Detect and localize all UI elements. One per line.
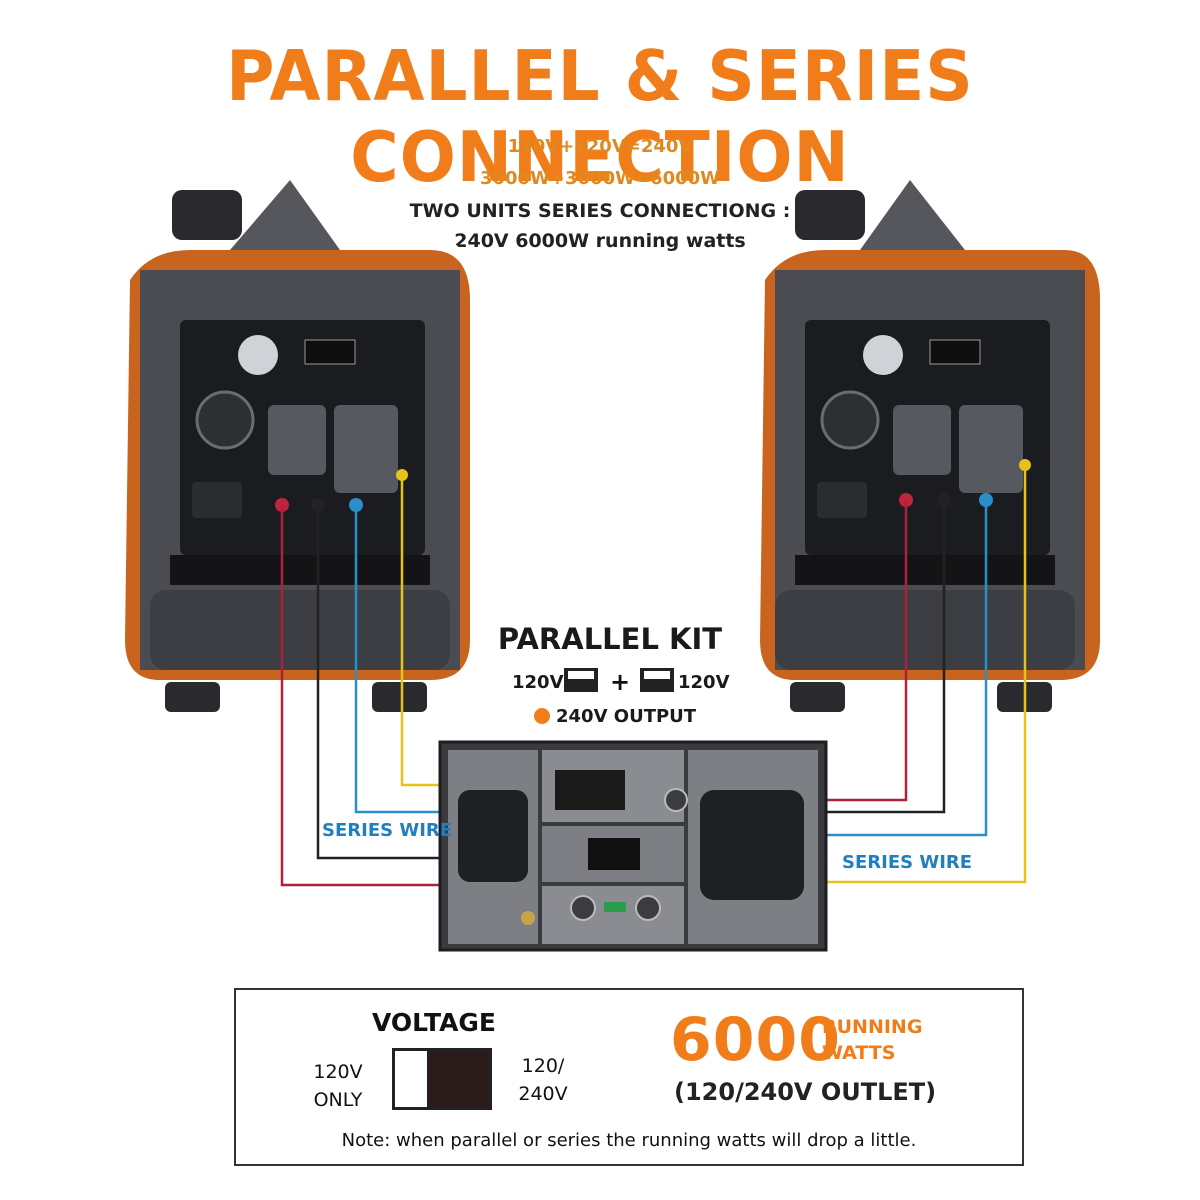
voltage-left-line1: 120V — [313, 1061, 363, 1083]
watts-label-line2: WATTS — [822, 1042, 896, 1064]
voltage-right-label: 120/ 240V — [508, 1052, 578, 1108]
wires-left — [280, 475, 445, 887]
kit-right-voltage: 120V — [678, 672, 730, 693]
battery-icon-right — [640, 668, 674, 692]
voltage-switch-icon — [392, 1048, 492, 1110]
voltage-title: VOLTAGE — [372, 1008, 497, 1037]
series-wire-label-right: SERIES WIRE — [842, 852, 973, 873]
wires-right — [825, 465, 1027, 884]
watts-label-line1: RUNNING — [822, 1016, 923, 1038]
power-equation: 3000W+3000W=6000W — [479, 168, 721, 189]
generator-left — [125, 180, 470, 712]
watts-value: 6000 — [670, 1005, 841, 1075]
voltage-left-label: 120V ONLY — [298, 1058, 378, 1114]
outlet-label: (120/240V OUTLET) — [674, 1078, 937, 1106]
output-dot-icon — [534, 708, 550, 724]
parallel-kit-title: PARALLEL KIT — [497, 622, 723, 656]
page-title: PARALLEL & SERIES CONNECTION — [226, 36, 974, 198]
voltage-equation: 120V+120V=240V — [507, 136, 693, 157]
voltage-right-line2: 240V — [518, 1083, 568, 1105]
bottom-note: Note: when parallel or series the runnin… — [341, 1130, 917, 1151]
series-note-line2: 240V 6000W running watts — [454, 230, 746, 252]
series-note-line1: TWO UNITS SERIES CONNECTIONG : — [409, 200, 791, 222]
kit-left-voltage: 120V — [512, 672, 564, 693]
kit-output-label: 240V OUTPUT — [556, 706, 697, 727]
voltage-left-line2: ONLY — [313, 1089, 363, 1111]
battery-icon-left — [564, 668, 598, 692]
parallel-kit-panel — [438, 740, 828, 952]
voltage-right-line1: 120/ — [521, 1055, 565, 1077]
plus-icon: + — [610, 668, 630, 696]
series-wire-label-left: SERIES WIRE — [322, 820, 453, 841]
watts-label: RUNNING WATTS — [822, 1014, 922, 1066]
generator-right — [760, 180, 1100, 712]
voltage-info-box — [234, 988, 1024, 1166]
